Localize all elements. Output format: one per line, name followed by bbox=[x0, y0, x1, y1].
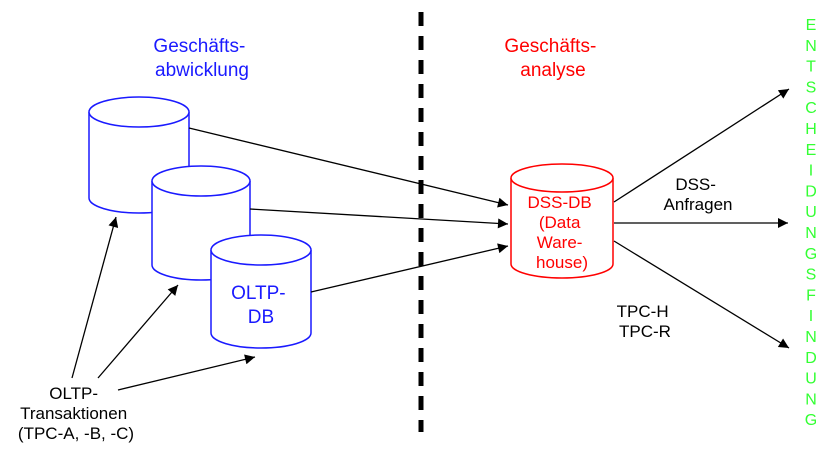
arrow-dss-up bbox=[613, 88, 790, 203]
decision-word-letter: I bbox=[809, 163, 813, 180]
decision-word-letter: E bbox=[806, 142, 816, 159]
decision-word-letter: N bbox=[805, 391, 816, 408]
arrow-oltp2-to-dss bbox=[249, 208, 509, 229]
decision-word-letter: S bbox=[806, 79, 816, 96]
decision-word-letter: C bbox=[805, 100, 816, 117]
dss-database bbox=[510, 163, 614, 279]
left-section-title: Geschäfts- abwicklung bbox=[153, 36, 250, 81]
decision-word-letter: U bbox=[805, 371, 816, 388]
decision-word-letter: I bbox=[809, 308, 813, 325]
decision-word-letter: G bbox=[805, 412, 816, 429]
arrow-oltp3-to-dss bbox=[310, 243, 509, 293]
arrow-oltp1-to-dss bbox=[188, 127, 509, 208]
arrow-transactions-to-oltp3 bbox=[117, 354, 256, 391]
dss-db-label: DSS-DB (Data Ware- house) bbox=[528, 193, 597, 272]
decision-word-letter: H bbox=[805, 121, 816, 138]
arrow-transactions-to-oltp2 bbox=[97, 284, 179, 379]
decision-word-letter: F bbox=[806, 287, 816, 304]
decision-word-letter: N bbox=[805, 329, 816, 346]
oltp-db-label: OLTP- DB bbox=[231, 283, 291, 328]
decision-word-letter: U bbox=[805, 204, 816, 221]
right-section-title: Geschäfts- analyse bbox=[504, 36, 601, 81]
arrow-dss-down bbox=[613, 240, 790, 349]
arrow-transactions-to-oltp1 bbox=[71, 216, 119, 379]
decision-word-letter: T bbox=[806, 59, 816, 76]
decision-word-letter: D bbox=[805, 350, 816, 367]
decision-word-letter: D bbox=[805, 183, 816, 200]
decision-word-letter: S bbox=[806, 267, 816, 284]
tpc-benchmarks-label: TPC-H TPC-R bbox=[617, 302, 674, 341]
decision-word-letter: G bbox=[805, 246, 816, 263]
decision-word-letter: N bbox=[805, 225, 816, 242]
decision-word-letter: N bbox=[805, 38, 816, 55]
dss-queries-label: DSS- Anfragen bbox=[664, 175, 733, 214]
oltp-database-3 bbox=[210, 234, 312, 349]
oltp-transactions-label: OLTP- Transaktionen (TPC-A, -B, -C) bbox=[18, 384, 134, 443]
decision-word-letter: E bbox=[806, 17, 816, 34]
